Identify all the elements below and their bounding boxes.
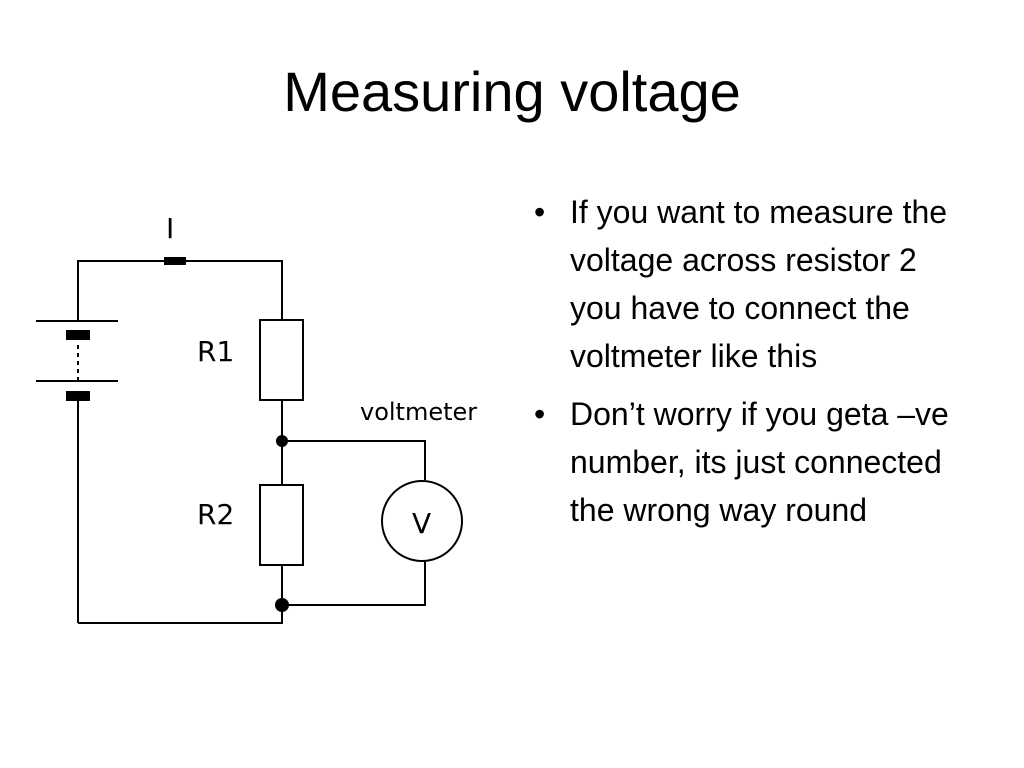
bullet-item: • If you want to measure the voltage acr… <box>530 188 970 380</box>
voltmeter-bottom-wire <box>282 562 426 606</box>
r2-label: R2 <box>197 498 234 531</box>
voltmeter-label: voltmeter <box>360 398 477 426</box>
voltmeter-icon <box>381 480 463 562</box>
bullet-text: Don’t worry if you geta –ve number, its … <box>570 396 949 528</box>
voltmeter-top-wire <box>282 440 426 480</box>
resistor-r2 <box>259 484 304 566</box>
bullet-text: If you want to measure the voltage acros… <box>570 194 948 374</box>
battery-icon <box>36 320 118 401</box>
bullet-dot: • <box>534 194 546 230</box>
bottom-wire <box>78 565 283 624</box>
resistor-r1 <box>259 319 304 401</box>
circuit-diagram: I R1 R2 voltmeter V <box>36 212 477 624</box>
junction-top-dot <box>276 435 288 447</box>
junction-bottom-dot <box>275 598 289 612</box>
meter-symbol: V <box>412 507 431 540</box>
top-left-wire <box>77 260 283 320</box>
r1-label: R1 <box>197 335 234 368</box>
bullet-list: • If you want to measure the voltage acr… <box>530 188 970 544</box>
current-label: I <box>166 212 174 245</box>
bullet-dot: • <box>534 396 546 432</box>
slide-title: Measuring voltage <box>283 60 741 123</box>
bullet-item: • Don’t worry if you geta –ve number, it… <box>530 390 970 534</box>
current-arrow-icon <box>164 257 186 265</box>
